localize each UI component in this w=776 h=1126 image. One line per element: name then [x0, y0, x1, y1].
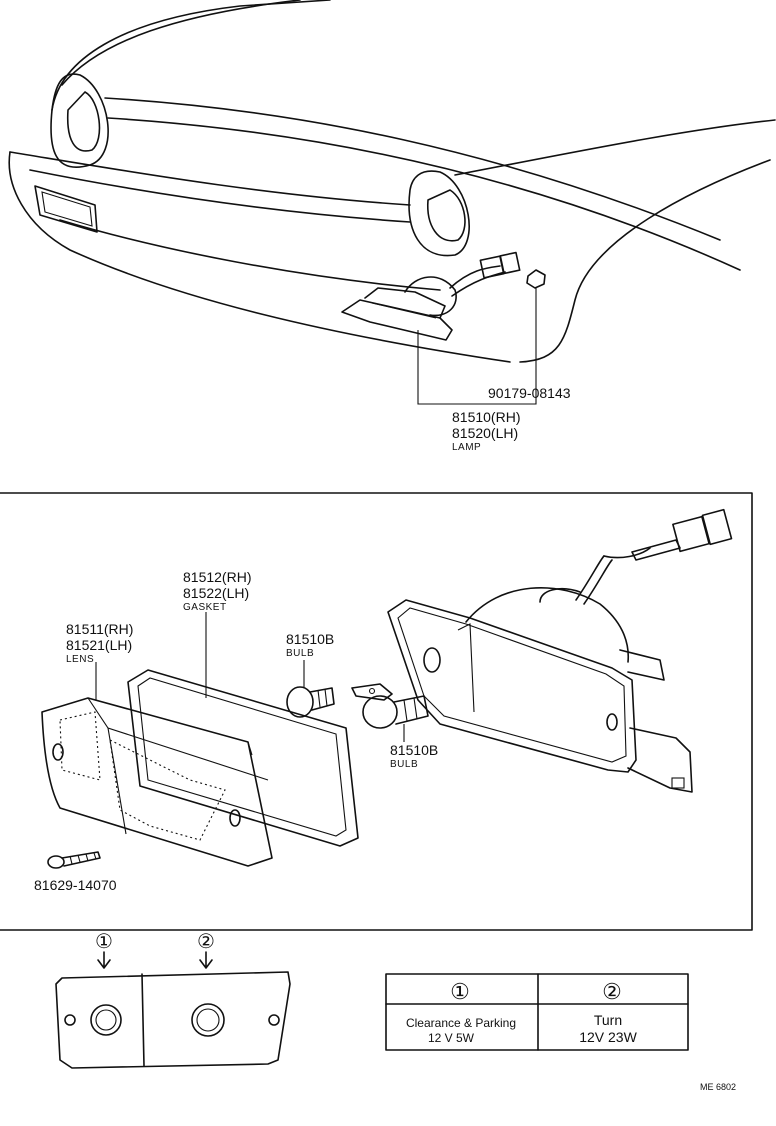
lens-callout: 81511(RH) 81521(LH) LENS	[66, 621, 133, 700]
gasket-drawing	[127, 669, 359, 847]
exploded-view-frame	[0, 492, 753, 931]
lamp-callout: 81510(RH) 81520(LH) LAMP	[452, 409, 520, 453]
bulb-lower-callout: 81510B BULB	[390, 724, 438, 770]
table-cell-1-line1: Clearance & Parking	[406, 1016, 516, 1030]
bulb-position-diagram: ① ②	[55, 931, 291, 1069]
table-header-1: ①	[450, 979, 470, 1004]
arrow-down-icon	[97, 951, 111, 969]
table-header-2: ②	[602, 979, 622, 1004]
gasket-label-text: GASKET	[183, 602, 227, 613]
bulb-lower-drawing	[362, 695, 429, 729]
bulb-spec-table: ① ② Clearance & Parking 12 V 5W Turn 12V…	[385, 973, 689, 1051]
screw-part-text: 81629-14070	[34, 877, 117, 893]
bulb-lower-label-text: BULB	[390, 759, 418, 770]
lens-lh-text: 81521(LH)	[66, 637, 132, 653]
lens-label-text: LENS	[66, 654, 94, 665]
gasket-rh-text: 81512(RH)	[183, 569, 251, 585]
bulb-lower-part-text: 81510B	[390, 742, 438, 758]
clip-part-number-text: 90179-08143	[488, 385, 571, 401]
lens-drawing	[41, 697, 273, 867]
position-marker-2: ②	[197, 931, 215, 953]
table-cell-2-line2: 12V 23W	[579, 1029, 637, 1045]
lens-rh-text: 81511(RH)	[66, 621, 133, 637]
lamp-housing-drawing	[351, 508, 733, 793]
screw-drawing	[47, 851, 101, 869]
table-cell-2-line1: Turn	[594, 1012, 622, 1028]
screw-callout: 81629-14070	[34, 877, 117, 893]
gasket-callout: 81512(RH) 81522(LH) GASKET	[183, 569, 251, 698]
lamp-rh-text: 81510(RH)	[452, 409, 520, 425]
car-front-drawing	[8, 0, 776, 405]
bulb-upper-callout: 81510B BULB	[286, 631, 334, 688]
gasket-lh-text: 81522(LH)	[183, 585, 249, 601]
lamp-label-text: LAMP	[452, 442, 481, 453]
bulb-upper-label-text: BULB	[286, 648, 314, 659]
footer-code: ME 6802	[700, 1082, 736, 1092]
clip-part-number: 90179-08143	[488, 385, 571, 401]
bulb-upper-drawing	[286, 686, 335, 718]
table-cell-1-line2: 12 V 5W	[428, 1031, 475, 1045]
position-marker-1: ①	[95, 931, 113, 953]
arrow-down-icon	[199, 951, 213, 969]
lamp-lh-text: 81520(LH)	[452, 425, 518, 441]
bulb-upper-part-text: 81510B	[286, 631, 334, 647]
